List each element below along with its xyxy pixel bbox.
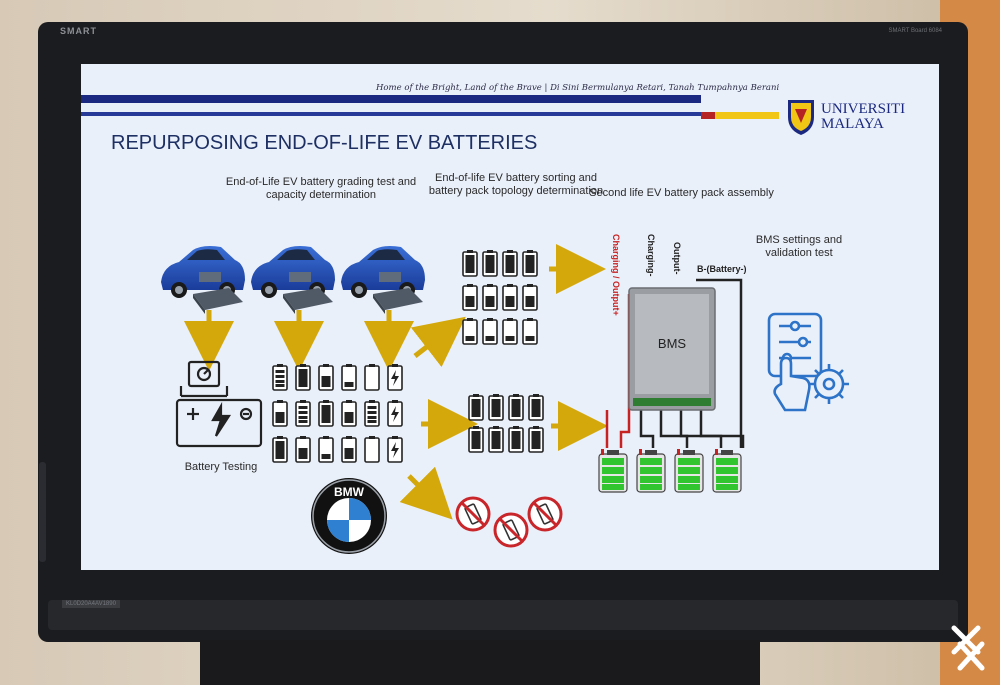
caption-assembly: Second life EV battery pack assembly [589,187,774,199]
university-crest-icon [788,100,814,135]
wire-label-charging-output-plus: Charging / Output+ [611,234,621,316]
monitor-brand: SMART [60,26,97,36]
slide-title: REPURPOSING END-OF-LIFE EV BATTERIES [111,132,538,154]
university-name: UNIVERSITI MALAYA [821,102,905,132]
wire-label-b-battery-minus: B-(Battery-) [697,264,747,274]
university-name-line1: UNIVERSITI [821,101,906,117]
status-led-strip [39,462,46,562]
presentation-slide: Home of the Bright, Land of the Brave | … [81,64,939,570]
slogan-text: Home of the Bright, Land of the Brave | … [376,83,780,93]
ev-car-icon [251,246,335,314]
header-stripe-yellow [715,112,779,119]
university-name-line2: MALAYA [821,116,884,132]
ev-car-icon [341,246,425,314]
monitor-model: SMART Board 6084 [888,28,942,34]
down-arrows [184,244,608,520]
watermark-logo-icon [951,625,985,671]
forbidden-icon [455,496,491,532]
forbidden-icon [493,512,529,548]
wire-label-charging-minus: Charging- [646,234,656,277]
header-stripe-blue [81,95,701,103]
caption-bms-settings: BMS settings and validation test [755,234,843,259]
bms-label: BMS [658,336,687,351]
second-life-battery-pack [598,448,742,493]
graded-cells-grid [272,363,403,463]
header-stripe-red [701,112,715,119]
bmw-logo: BMW [311,478,387,554]
process-diagram: BMW BMS Charging / Output+ Charging- Out… [161,234,849,554]
sorted-cells-top [462,249,538,345]
rejected-batteries [455,496,563,548]
monitor-stand [200,640,760,685]
forbidden-icon [527,496,563,532]
ev-car-icon [161,246,245,314]
wire-label-output-minus: Output- [672,242,682,274]
bms-board: BMS [628,287,716,411]
battery-tester-icon [175,360,263,448]
sorted-cells-middle [468,393,544,453]
caption-grading: End-of-Life EV battery grading test and … [225,176,417,201]
asset-sticker: KL0D20A4AV1890 [62,600,120,608]
header-stripe-blue-lower [81,112,701,116]
bms-settings-icon [767,312,849,412]
bmw-letters: BMW [334,485,365,499]
caption-battery-testing: Battery Testing [184,461,258,473]
monitor-bottom-bezel [48,600,958,630]
caption-sorting: End-of-life EV battery sorting and batte… [428,172,604,197]
